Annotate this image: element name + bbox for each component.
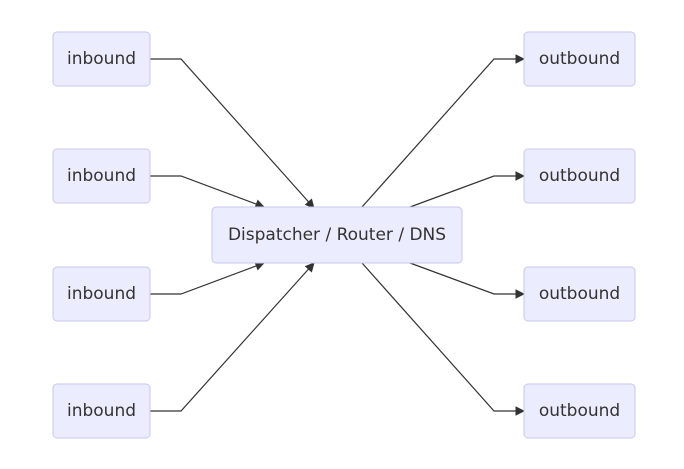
edge-center-to-outbound-1 <box>361 54 525 208</box>
outbound-node-label: outbound <box>539 166 620 186</box>
outbound-node-label: outbound <box>539 49 620 69</box>
center-node-dispatcher[interactable]: Dispatcher / Router / DNS <box>211 206 463 264</box>
inbound-node-3[interactable]: inbound <box>52 266 151 322</box>
inbound-node-label: inbound <box>67 401 136 421</box>
edge-inbound-1-to-center <box>150 58 315 209</box>
edge-inbound-4-to-center <box>150 262 315 412</box>
center-node-label: Dispatcher / Router / DNS <box>228 225 446 245</box>
edge-center-to-outbound-4 <box>361 262 525 416</box>
inbound-node-1[interactable]: inbound <box>52 31 151 87</box>
inbound-node-label: inbound <box>67 166 136 186</box>
edge-center-to-outbound-3 <box>409 262 525 299</box>
inbound-node-4[interactable]: inbound <box>52 383 151 439</box>
outbound-node-1[interactable]: outbound <box>523 31 636 87</box>
edges-inbound <box>150 58 315 412</box>
outbound-node-label: outbound <box>539 401 620 421</box>
inbound-node-label: inbound <box>67 284 136 304</box>
outbound-node-label: outbound <box>539 284 620 304</box>
outbound-node-3[interactable]: outbound <box>523 266 636 322</box>
inbound-node-2[interactable]: inbound <box>52 148 151 204</box>
edge-inbound-3-to-center <box>150 261 265 295</box>
outbound-node-4[interactable]: outbound <box>523 383 636 439</box>
outbound-node-2[interactable]: outbound <box>523 148 636 204</box>
edges-outbound <box>361 54 525 416</box>
edge-inbound-2-to-center <box>150 175 265 209</box>
edge-center-to-outbound-2 <box>409 171 525 208</box>
inbound-node-label: inbound <box>67 49 136 69</box>
